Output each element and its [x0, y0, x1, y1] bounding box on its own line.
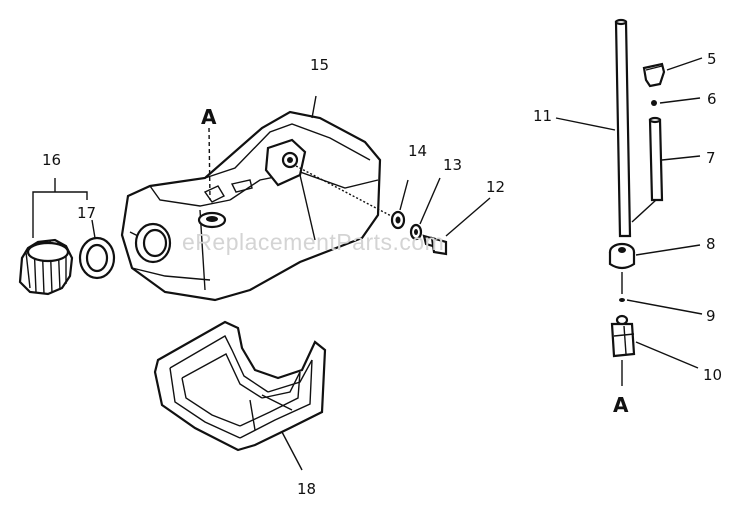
tank-cushion — [153, 320, 327, 452]
callout-6: 6 — [707, 90, 717, 108]
callout-12: 12 — [486, 178, 505, 196]
leader-15 — [311, 95, 317, 119]
part-6 — [651, 100, 657, 106]
callout-11: 11 — [533, 107, 552, 125]
leader-12 — [445, 197, 491, 237]
callout-14: 14 — [408, 142, 427, 160]
leader-8 — [635, 244, 701, 256]
fuel-pipe-11 — [614, 18, 632, 238]
bolt-12 — [422, 234, 448, 256]
washer-14 — [390, 210, 406, 230]
leader-11 — [555, 117, 616, 131]
callout-5: 5 — [707, 50, 717, 68]
part-8 — [608, 242, 636, 270]
part-10 — [610, 314, 636, 358]
fuel-tank — [120, 110, 396, 302]
callout-17: 17 — [77, 204, 96, 222]
callout-10: 10 — [703, 366, 722, 384]
leader-18 — [281, 431, 303, 471]
leader-A-top — [208, 127, 211, 201]
callout-15: 15 — [310, 56, 329, 74]
leader-9 — [626, 299, 703, 315]
part-9 — [619, 298, 625, 302]
watermark: eReplacementParts.com — [182, 229, 444, 255]
callout-18: 18 — [297, 480, 316, 498]
part-7 — [648, 116, 664, 202]
leader-5 — [666, 57, 703, 71]
callout-7: 7 — [706, 149, 716, 167]
cap-gasket — [78, 236, 116, 280]
callout-16: 16 — [42, 151, 61, 169]
leader-6 — [659, 97, 701, 104]
link-7-11 — [631, 199, 657, 223]
callout-13: 13 — [443, 156, 462, 174]
leader-14 — [399, 179, 409, 211]
washer-13 — [409, 223, 423, 241]
leader-17 — [91, 219, 96, 239]
leader-16 — [32, 191, 88, 238]
reference-mark-a-bottom: A — [613, 393, 629, 417]
callout-9: 9 — [706, 307, 716, 325]
leader-13 — [419, 177, 441, 225]
leader-7 — [661, 155, 701, 161]
reference-mark-a-top: A — [201, 105, 217, 129]
leader-10 — [635, 341, 699, 369]
part-5 — [642, 62, 666, 88]
fuel-cap — [18, 238, 74, 296]
callout-8: 8 — [706, 235, 716, 253]
